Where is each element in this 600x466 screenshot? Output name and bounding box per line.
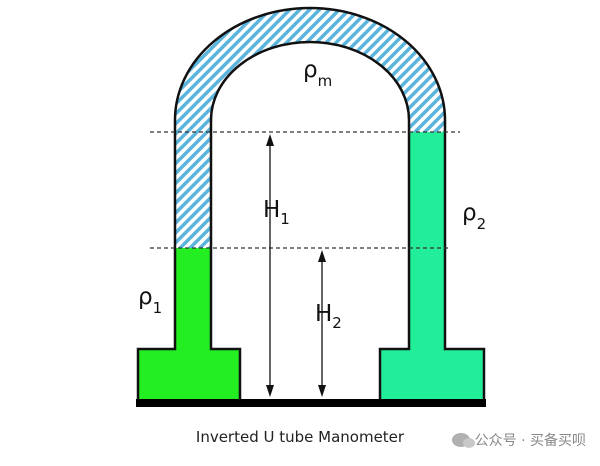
h1-dimension-arrow (266, 134, 274, 397)
base-line (136, 399, 486, 407)
tube-outline (136, 6, 486, 403)
label-rho-m: ρm (303, 57, 332, 90)
left-liquid-column (138, 248, 240, 401)
watermark: 公众号 · 买备买呗 (451, 430, 586, 450)
label-rho-1: ρ1 (138, 284, 162, 317)
label-h1: H1 (263, 197, 290, 228)
wechat-icon (451, 433, 475, 448)
label-rho-2: ρ2 (462, 200, 486, 233)
diagram-caption: Inverted U tube Manometer (195, 428, 405, 446)
h2-dimension-arrow (318, 250, 326, 397)
right-liquid-column (380, 132, 484, 401)
manometric-fluid (175, 8, 445, 248)
watermark-text: 公众号 · 买备买呗 (474, 433, 586, 449)
label-h2: H2 (315, 301, 342, 332)
